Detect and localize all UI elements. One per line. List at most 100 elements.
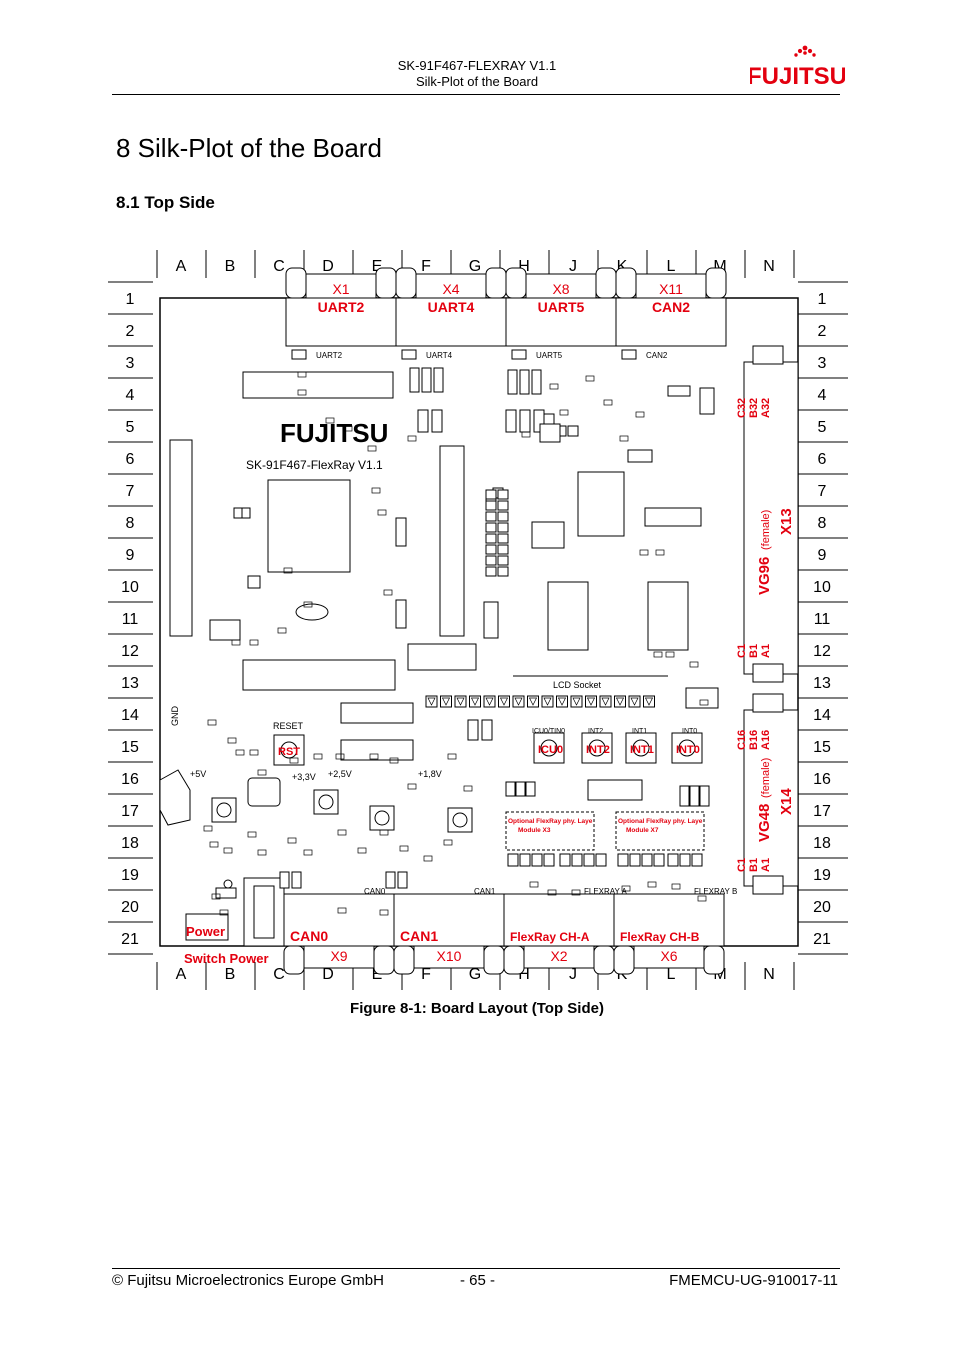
row-label-right: 2 xyxy=(818,323,827,340)
int1-label: INT1 xyxy=(632,728,647,735)
pin-label: A1 xyxy=(760,644,772,658)
connector-lug xyxy=(595,267,617,299)
ic-dip xyxy=(483,601,499,639)
jumper xyxy=(497,533,509,544)
jumper xyxy=(497,522,509,533)
connector-x8 xyxy=(505,297,617,347)
pin-label: C16 xyxy=(736,730,748,750)
power-label: Power xyxy=(186,924,225,939)
connector-name: UART5 xyxy=(538,299,585,315)
jumper xyxy=(531,369,542,395)
passive-component xyxy=(407,435,417,442)
col-label-bottom: L xyxy=(667,966,676,983)
connector-lug xyxy=(613,945,635,975)
row-label-right: 16 xyxy=(813,771,831,788)
passive-component xyxy=(313,753,323,760)
jumper xyxy=(485,555,497,566)
passive-component xyxy=(377,509,387,516)
jumper xyxy=(417,409,429,433)
passive-component xyxy=(585,375,595,382)
connector-lug xyxy=(505,267,527,299)
memory-chip xyxy=(547,581,589,651)
row-label-right: 20 xyxy=(813,899,831,916)
jumper xyxy=(395,599,407,629)
gnd-label: GND xyxy=(170,706,180,727)
connector-lug xyxy=(485,267,507,299)
col-label-bottom: G xyxy=(469,966,481,983)
footer-copyright: © Fujitsu Microelectronics Europe GmbH xyxy=(112,1272,384,1289)
connector-tab xyxy=(752,663,784,683)
connector-name: FlexRay CH-B xyxy=(620,930,700,944)
passive-component xyxy=(689,661,699,668)
header-strip-bottom xyxy=(242,659,396,691)
passive-component xyxy=(443,839,453,846)
passive-component xyxy=(423,855,433,862)
jumper xyxy=(481,719,493,741)
passive-component xyxy=(325,417,335,424)
led-symbol xyxy=(601,697,610,706)
jumper xyxy=(485,544,497,555)
passive-component xyxy=(547,889,557,896)
connector-silk: CAN0 xyxy=(364,887,386,896)
connector-lug xyxy=(393,945,415,975)
jumper xyxy=(559,853,571,867)
row-label-right: 7 xyxy=(818,483,827,500)
passive-component xyxy=(303,849,313,856)
connector-shell xyxy=(413,945,485,969)
row-label-right: 19 xyxy=(813,867,831,884)
connector-silk: FLEXRAY A xyxy=(584,887,628,896)
passive-component xyxy=(369,753,379,760)
voltage-18v: +1,8V xyxy=(418,769,442,779)
passive-component xyxy=(665,651,675,658)
col-label-top: C xyxy=(273,258,285,275)
led xyxy=(570,695,583,708)
passive-component xyxy=(219,909,229,916)
tact-switch-cap xyxy=(452,812,468,828)
section-subtitle: 8.1 Top Side xyxy=(116,193,215,212)
led-symbol xyxy=(557,697,567,706)
jumper xyxy=(679,853,691,867)
led-symbol xyxy=(528,697,538,706)
col-label-bottom: A xyxy=(176,966,187,983)
row-label-left: 20 xyxy=(121,899,139,916)
jumper xyxy=(653,853,665,867)
optional-module-label: Optional FlexRay phy. Laye xyxy=(618,818,703,825)
jumper xyxy=(531,853,543,867)
jumper xyxy=(519,853,531,867)
row-label-right: 13 xyxy=(813,675,831,692)
passive-component xyxy=(379,829,389,836)
connector-x14 xyxy=(743,709,799,887)
col-label-top: G xyxy=(469,258,481,275)
passive-component xyxy=(463,785,473,792)
tact-switch-cap xyxy=(318,794,334,810)
row-label-left: 2 xyxy=(126,323,135,340)
connector-x11 xyxy=(615,297,727,347)
jumper xyxy=(595,853,607,867)
passive-component xyxy=(203,825,213,832)
passive-component xyxy=(647,881,657,888)
button-label: RST xyxy=(278,746,300,758)
passive-component xyxy=(335,753,345,760)
footer-doc-id: FMEMCU-UG-910017-11 xyxy=(669,1272,838,1289)
connector-x4 xyxy=(395,297,507,347)
pin-label: B32 xyxy=(748,398,760,418)
optional-module-label: Optional FlexRay phy. Laye xyxy=(508,818,593,825)
led-symbol xyxy=(427,697,436,706)
connector-tab xyxy=(752,693,784,713)
col-label-top: N xyxy=(763,258,775,275)
push-button-cap xyxy=(588,739,606,757)
ic-small xyxy=(685,687,719,709)
jumper xyxy=(507,369,518,395)
connector-lug xyxy=(593,945,615,975)
connector-silk: UART2 xyxy=(316,351,343,360)
connector-id: X10 xyxy=(437,948,462,964)
passive-component xyxy=(209,841,219,848)
voltage-5v: +5V xyxy=(190,769,206,779)
led xyxy=(498,695,510,708)
connector-lug xyxy=(283,945,305,975)
passive-component xyxy=(655,549,665,556)
connector-id: X8 xyxy=(552,281,569,297)
push-button-cap xyxy=(678,739,696,757)
pin-label: C1 xyxy=(736,644,748,658)
col-label-bottom: N xyxy=(763,966,775,983)
